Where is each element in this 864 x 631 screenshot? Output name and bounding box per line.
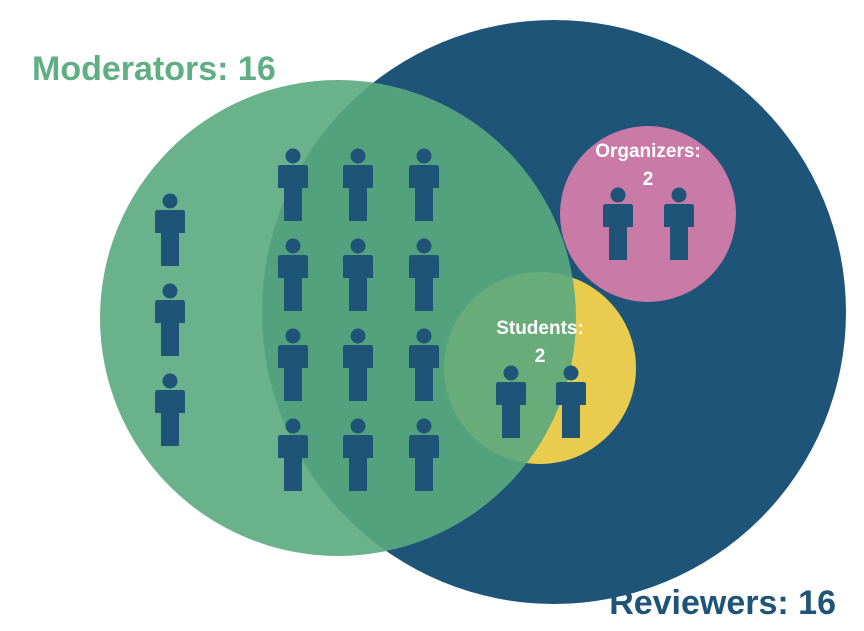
reviewers-label: Reviewers: 16 xyxy=(609,584,836,622)
organizers-count: 2 xyxy=(643,169,654,190)
moderators-label: Moderators: 16 xyxy=(32,50,276,88)
moderators-circle xyxy=(100,80,576,556)
organizers-circle xyxy=(560,126,736,302)
students-count: 2 xyxy=(535,346,546,367)
students-label: Students: xyxy=(496,318,584,339)
organizers-label: Organizers: xyxy=(595,141,701,162)
